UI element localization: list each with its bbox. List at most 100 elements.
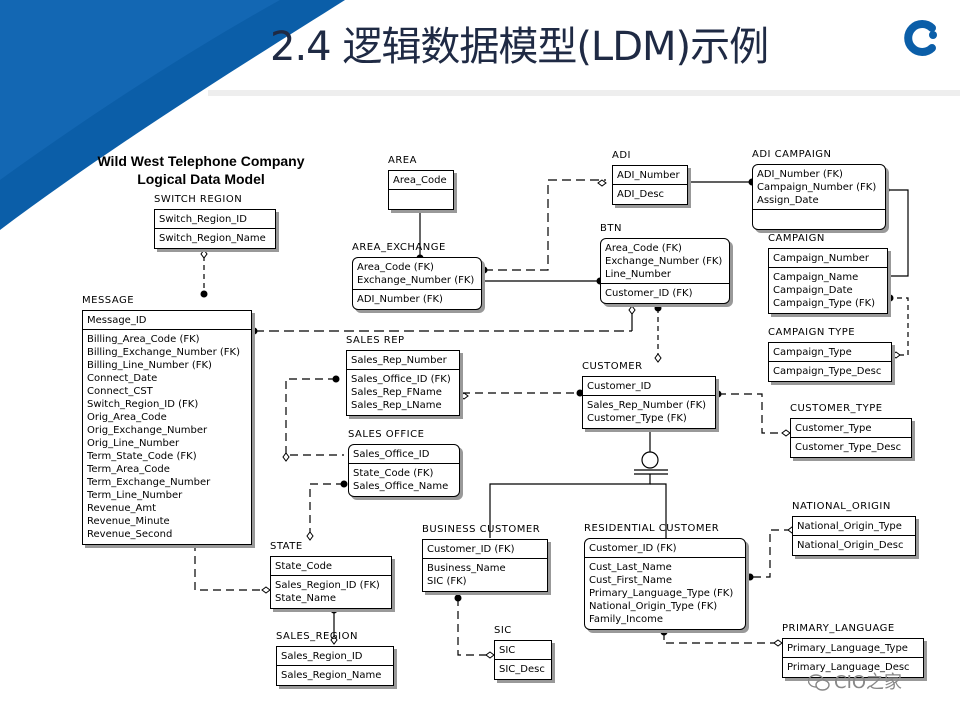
entity-adi-campaign: ADI CAMPAIGN ADI_Number (FK) Campaign_Nu… (752, 149, 886, 230)
entity-campaign-type: CAMPAIGN TYPE Campaign_Type Campaign_Typ… (768, 327, 892, 382)
entity-adi: ADI ADI_Number ADI_Desc (612, 150, 688, 205)
attribute: Connect_Date (87, 373, 158, 384)
attribute: Orig_Area_Code (87, 412, 167, 423)
diagram-heading: Wild West Telephone Company Logical Data… (76, 152, 326, 188)
attribute: Family_Income (589, 614, 663, 625)
entity-message: MESSAGE Message_ID Billing_Area_Code (FK… (82, 295, 252, 545)
key-attribute: Sales_Rep_Number (351, 355, 447, 366)
attribute: SIC_Desc (499, 664, 545, 675)
entity-name: AREA_EXCHANGE (352, 242, 446, 253)
entity-sic: SIC SIC SIC_Desc (494, 625, 552, 680)
key-attribute: Line_Number (605, 269, 672, 280)
attribute: Cust_Last_Name (589, 562, 672, 573)
attribute: Billing_Line_Number (FK) (87, 360, 212, 371)
attribute: Sales_Region_Name (281, 670, 382, 681)
attribute: Customer_Type (FK) (587, 413, 687, 424)
key-attribute: ADI_Number (617, 170, 680, 181)
attribute: Campaign_Date (773, 285, 853, 296)
entity-name: BTN (600, 223, 622, 234)
diagram-heading-line: Logical Data Model (137, 171, 265, 187)
entity-name: BUSINESS CUSTOMER (422, 524, 541, 535)
attribute: SIC (FK) (427, 576, 467, 587)
entity-area-exchange: AREA_EXCHANGE Area_Code (FK) Exchange_Nu… (352, 242, 482, 310)
key-attribute: Message_ID (87, 315, 147, 326)
key-attribute: Area_Code (393, 175, 447, 186)
key-attribute: Customer_ID (587, 381, 652, 392)
key-attribute: Area_Code (FK) (357, 262, 434, 273)
attribute: Switch_Region_Name (159, 233, 266, 244)
entity-name: SALES REP (346, 335, 405, 346)
attribute: Cust_First_Name (589, 575, 672, 586)
entity-sales-rep: SALES REP Sales_Rep_Number Sales_Office_… (346, 335, 460, 416)
attribute: Revenue_Amt (87, 503, 157, 514)
entity-switch-region: SWITCH REGION Switch_Region_ID Switch_Re… (154, 194, 276, 249)
attribute: Sales_Office_ID (FK) (351, 374, 451, 385)
key-attribute: ADI_Number (FK) (757, 169, 843, 180)
attribute: Revenue_Second (87, 529, 173, 540)
entity-national-origin: NATIONAL_ORIGIN National_Origin_Type Nat… (792, 501, 916, 556)
entity-name: SIC (494, 625, 512, 636)
attribute: Sales_Rep_LName (351, 400, 442, 411)
entity-name: SALES_REGION (276, 631, 358, 642)
attribute: Orig_Exchange_Number (87, 425, 208, 436)
entity-name: STATE (270, 541, 303, 552)
key-attribute: Campaign_Number (FK) (757, 182, 877, 193)
title-divider (208, 90, 960, 96)
entity-name: SWITCH REGION (154, 194, 243, 205)
attribute: State_Name (275, 593, 336, 604)
attribute: Customer_ID (FK) (605, 288, 693, 299)
entity-name: CAMPAIGN (768, 233, 825, 244)
entity-sales-office: SALES OFFICE Sales_Office_ID State_Code … (348, 429, 460, 497)
cio-logo-c-icon (904, 20, 937, 56)
attribute: State_Code (FK) (353, 468, 434, 479)
attribute: Billing_Area_Code (FK) (87, 334, 200, 345)
entity-state: STATE State_Code Sales_Region_ID (FK) St… (270, 541, 392, 609)
attribute: Sales_Office_Name (353, 481, 449, 492)
attribute: Billing_Exchange_Number (FK) (87, 347, 240, 358)
key-attribute: Customer_Type (795, 423, 872, 434)
attribute: Term_State_Code (FK) (87, 451, 197, 462)
attribute: Orig_Line_Number (87, 438, 180, 449)
entity-btn: BTN Area_Code (FK) Exchange_Number (FK) … (600, 223, 730, 304)
attribute: Term_Line_Number (87, 490, 183, 501)
key-attribute: Customer_ID (FK) (427, 544, 515, 555)
diagram-heading-line: Wild West Telephone Company (97, 153, 305, 169)
entity-name: AREA (388, 155, 417, 166)
attribute: Primary_Language_Type (FK) (589, 588, 734, 599)
key-attribute: Campaign_Number (773, 253, 869, 264)
key-attribute: Switch_Region_ID (159, 214, 247, 225)
entity-business-customer: BUSINESS CUSTOMER Customer_ID (FK) Busin… (422, 524, 548, 592)
key-attribute: Customer_ID (FK) (589, 543, 677, 554)
attribute: National_Origin_Desc (797, 540, 904, 551)
key-attribute: Assign_Date (757, 195, 819, 206)
attribute: ADI_Desc (617, 189, 665, 200)
entity-name: SALES OFFICE (348, 429, 425, 440)
watermark: CIO之家 (808, 668, 902, 694)
entity-sales-region: SALES_REGION Sales_Region_ID Sales_Regio… (276, 631, 394, 686)
slide-title: 2.4 逻辑数据模型(LDM)示例 (270, 24, 769, 70)
attribute (757, 213, 881, 226)
attribute: Primary_Language_Desc (787, 662, 910, 673)
entity-name: CUSTOMER_TYPE (790, 403, 883, 414)
wechat-icon (808, 674, 830, 691)
attribute: Campaign_Name (773, 272, 859, 283)
attribute: Term_Area_Code (87, 464, 170, 475)
attribute: Sales_Region_ID (FK) (275, 580, 380, 591)
entity-campaign: CAMPAIGN Campaign_Number Campaign_Name C… (768, 233, 888, 314)
entity-customer-type: CUSTOMER_TYPE Customer_Type Customer_Typ… (790, 403, 912, 458)
entity-name: ADI (612, 150, 631, 161)
entity-area: AREA Area_Code (388, 155, 454, 210)
corner-swoosh-highlight (0, 0, 280, 180)
attribute: Connect_CST (87, 386, 153, 397)
attribute: Campaign_Type (FK) (773, 298, 876, 309)
key-attribute: SIC (499, 645, 516, 656)
attribute: Business_Name (427, 563, 506, 574)
entity-customer: CUSTOMER Customer_ID Sales_Rep_Number (F… (582, 361, 716, 429)
key-attribute: Sales_Region_ID (281, 651, 363, 662)
key-attribute: Primary_Language_Type (787, 643, 908, 654)
key-attribute: Campaign_Type (773, 347, 852, 358)
attribute: Switch_Region_ID (FK) (87, 399, 199, 410)
entity-name: MESSAGE (82, 295, 135, 306)
key-attribute: State_Code (275, 561, 333, 572)
